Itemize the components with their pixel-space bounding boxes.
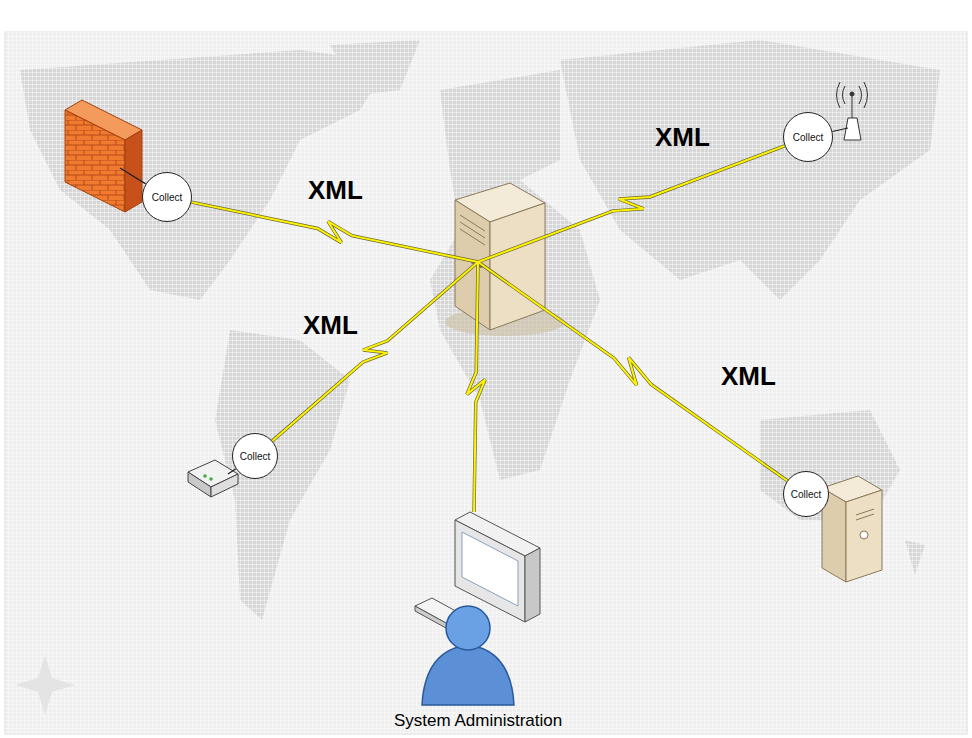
device-tether bbox=[832, 128, 848, 132]
antenna-icon-part bbox=[837, 82, 868, 108]
network-link bbox=[478, 262, 787, 481]
network-link bbox=[467, 262, 485, 512]
link-outline bbox=[478, 262, 787, 481]
antenna-icon-part bbox=[844, 118, 861, 140]
antenna-icon-part bbox=[852, 95, 853, 118]
router-icon bbox=[188, 460, 238, 497]
collector-circle: Collect bbox=[783, 471, 829, 517]
remote-server-icon-part bbox=[860, 531, 868, 539]
central-server-icon-part bbox=[490, 203, 545, 330]
central-server-icon-part bbox=[460, 215, 485, 245]
node-text: Collect bbox=[240, 451, 271, 462]
antenna-icon bbox=[837, 82, 868, 140]
device-tether bbox=[228, 469, 236, 474]
administrator-figure bbox=[422, 606, 514, 705]
firewall-icon bbox=[65, 100, 142, 212]
remote-server-icon-part bbox=[856, 509, 874, 520]
link-outline bbox=[467, 262, 485, 512]
firewall-icon-part bbox=[125, 130, 142, 212]
remote-server-icon-part bbox=[846, 490, 882, 582]
link-outline bbox=[191, 202, 478, 262]
compass-rose bbox=[15, 655, 75, 715]
remote-server-icon bbox=[822, 476, 882, 582]
protocol-label: XML bbox=[308, 175, 363, 206]
router-icon-part bbox=[203, 474, 207, 478]
antenna-icon-part bbox=[850, 92, 854, 96]
workstation-icon-part bbox=[462, 532, 518, 606]
collector-circle: Collect bbox=[232, 433, 278, 479]
administrator-figure-part bbox=[422, 645, 514, 705]
dot-texture bbox=[5, 32, 967, 734]
node-text: Collect bbox=[152, 192, 183, 203]
node-text: Collect bbox=[793, 132, 824, 143]
firewall-icon-part bbox=[65, 110, 125, 212]
administrator-figure-part bbox=[446, 606, 490, 650]
protocol-label: XML bbox=[721, 361, 776, 392]
collector-circle: Collect bbox=[142, 172, 192, 222]
network-link bbox=[272, 262, 478, 441]
network-link bbox=[478, 146, 785, 262]
router-icon-part bbox=[209, 477, 213, 481]
router-icon-part bbox=[211, 474, 238, 497]
router-icon-part bbox=[188, 472, 211, 497]
network-link bbox=[191, 202, 478, 262]
link-outline bbox=[272, 262, 478, 441]
map-ground-part bbox=[5, 32, 967, 734]
role-caption: System Administration bbox=[394, 711, 562, 731]
protocol-label: XML bbox=[303, 310, 358, 341]
node-text: Collect bbox=[791, 489, 822, 500]
protocol-label: XML bbox=[655, 122, 710, 153]
device-tether bbox=[120, 168, 146, 184]
workstation-icon-part bbox=[525, 548, 540, 622]
link-outline bbox=[478, 146, 785, 262]
collector-circle: Collect bbox=[783, 112, 833, 162]
compass-rose-part bbox=[15, 655, 75, 715]
